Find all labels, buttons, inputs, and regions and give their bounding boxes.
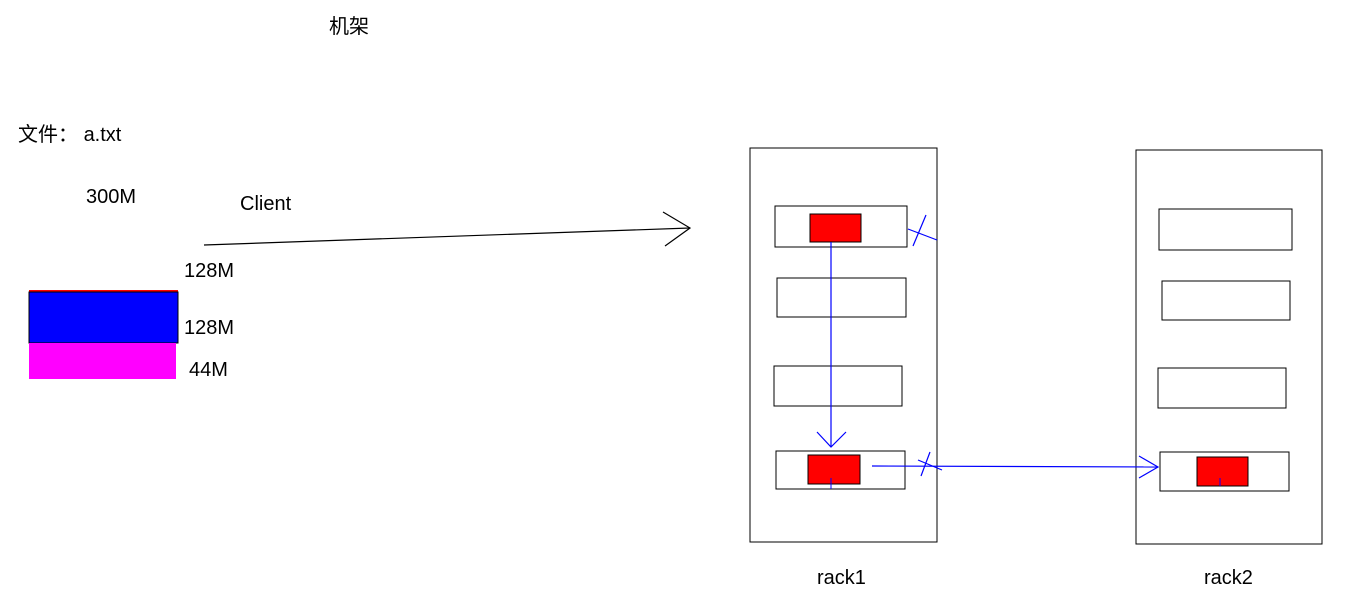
rack2-node-1 <box>1158 208 1293 251</box>
inter-rack-transfer <box>871 465 1159 468</box>
rack1-replica-2 <box>807 454 861 485</box>
file-block-1 <box>29 290 178 292</box>
link-cross-1b <box>907 228 938 241</box>
block-label-1: 128M <box>184 260 235 282</box>
rack1-node-2 <box>776 277 907 318</box>
client-arrow-head <box>662 211 692 247</box>
rack1-label: rack1 <box>817 567 866 589</box>
file-size: 300M <box>86 186 137 208</box>
client-arrow <box>203 227 691 246</box>
rack1-replica-1 <box>809 213 862 243</box>
rack2-node-2 <box>1161 280 1291 321</box>
link-cross-2b <box>917 459 943 471</box>
rack1-node-1 <box>774 205 908 248</box>
link-cross-1a <box>912 214 927 247</box>
link-cross-2a <box>920 451 931 477</box>
file-name: a.txt <box>83 124 122 146</box>
rack2-replica-1 <box>1196 456 1249 487</box>
file-block-3 <box>29 343 176 379</box>
file-label: 文件： a.txt <box>18 125 121 145</box>
rack1-node-4 <box>775 450 906 490</box>
block-label-2: 128M <box>184 317 235 339</box>
file-block-2 <box>28 291 179 344</box>
diagram-title: 机架 <box>329 16 369 38</box>
block-label-3: 44M <box>189 359 228 381</box>
rack2 <box>1135 149 1323 545</box>
rack1-node-3 <box>773 365 903 407</box>
rack2-node-3 <box>1157 367 1287 409</box>
file-label-prefix: 文件： <box>18 124 78 146</box>
inter-rack-transfer-head <box>1138 455 1160 479</box>
intra-rack-transfer-head <box>816 431 847 448</box>
rack1 <box>749 147 938 543</box>
rack2-label: rack2 <box>1204 567 1253 589</box>
client-label: Client <box>240 193 292 215</box>
rack2-node-4 <box>1159 451 1290 492</box>
